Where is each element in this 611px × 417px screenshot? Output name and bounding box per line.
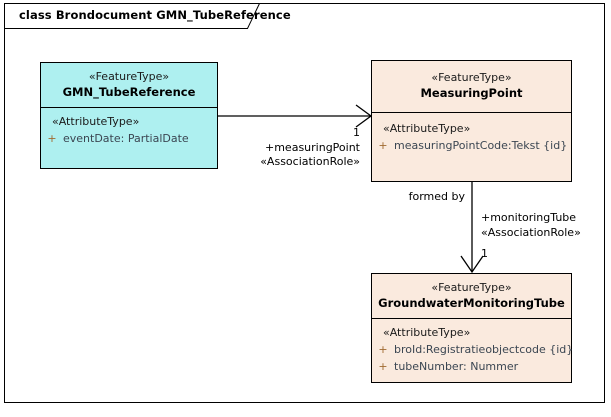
attribute-text: tubeNumber: Nummer [394, 360, 519, 373]
attribute-row: + eventDate: PartialDate [41, 130, 217, 147]
class-attributes-groundwater-monitoring-tube: «AttributeType» + broId:Registratieobjec… [372, 319, 574, 381]
attribute-compartment-stereotype: «AttributeType» [52, 115, 140, 128]
class-stereotype: «FeatureType» [431, 281, 512, 294]
class-header-groundwater-monitoring-tube: «FeatureType» GroundwaterMonitoringTube [372, 274, 571, 319]
diagram-title: class Brondocument GMN_TubeReference [19, 8, 291, 22]
attribute-compartment-stereotype: «AttributeType» [383, 122, 471, 135]
attribute-text: eventDate: PartialDate [63, 132, 189, 145]
attribute-visibility: + [378, 343, 388, 356]
class-stereotype: «FeatureType» [88, 70, 170, 83]
attribute-text: measuringPointCode:Tekst {id} [394, 139, 568, 152]
attribute-row: + tubeNumber: Nummer [372, 358, 571, 375]
class-box-groundwater-monitoring-tube[interactable]: «FeatureType» GroundwaterMonitoringTube … [371, 273, 575, 386]
association-multiplicity-measuringpoint: 1 [353, 126, 360, 139]
attribute-visibility: + [378, 360, 388, 373]
attribute-visibility: + [47, 132, 57, 145]
class-header-gmn-tube-reference: «FeatureType» GMN_TubeReference [41, 63, 217, 108]
class-box-measuring-point[interactable]: «FeatureType» MeasuringPoint «AttributeT… [371, 60, 575, 185]
class-box-gmn-tube-reference[interactable]: «FeatureType» GMN_TubeReference «Attribu… [40, 62, 221, 172]
class-stereotype: «FeatureType» [431, 71, 512, 84]
class-name: MeasuringPoint [420, 86, 523, 100]
attribute-compartment-stereotype: «AttributeType» [383, 326, 471, 339]
class-name: GMN_TubeReference [62, 85, 196, 99]
attribute-row: + measuringPointCode:Tekst {id} [372, 137, 571, 154]
association-multiplicity-monitoringtube: 1 [481, 247, 488, 260]
attribute-visibility: + [378, 139, 388, 152]
association-role-monitoringtube: +monitoringTube [481, 211, 577, 224]
association-role-measuringpoint: +measuringPoint [265, 141, 360, 154]
class-header-measuring-point: «FeatureType» MeasuringPoint [372, 61, 571, 113]
class-attributes-gmn-tube-reference: «AttributeType» + eventDate: PartialDate [41, 108, 217, 153]
association-role-stereotype-measuringpoint: «AssociationRole» [260, 155, 360, 168]
diagram-frame [4, 3, 605, 403]
attribute-text: broId:Registratieobjectcode {id} [394, 343, 574, 356]
attribute-row: + broId:Registratieobjectcode {id} [372, 341, 574, 358]
association-role-stereotype-monitoringtube: «AssociationRole» [481, 226, 581, 239]
title-tab-shape [4, 3, 261, 29]
class-name: GroundwaterMonitoringTube [378, 296, 565, 310]
association-name-formed-by: formed by [408, 190, 465, 203]
class-attributes-measuring-point: «AttributeType» + measuringPointCode:Tek… [372, 113, 571, 160]
diagram-title-tab: class Brondocument GMN_TubeReference [4, 3, 291, 29]
